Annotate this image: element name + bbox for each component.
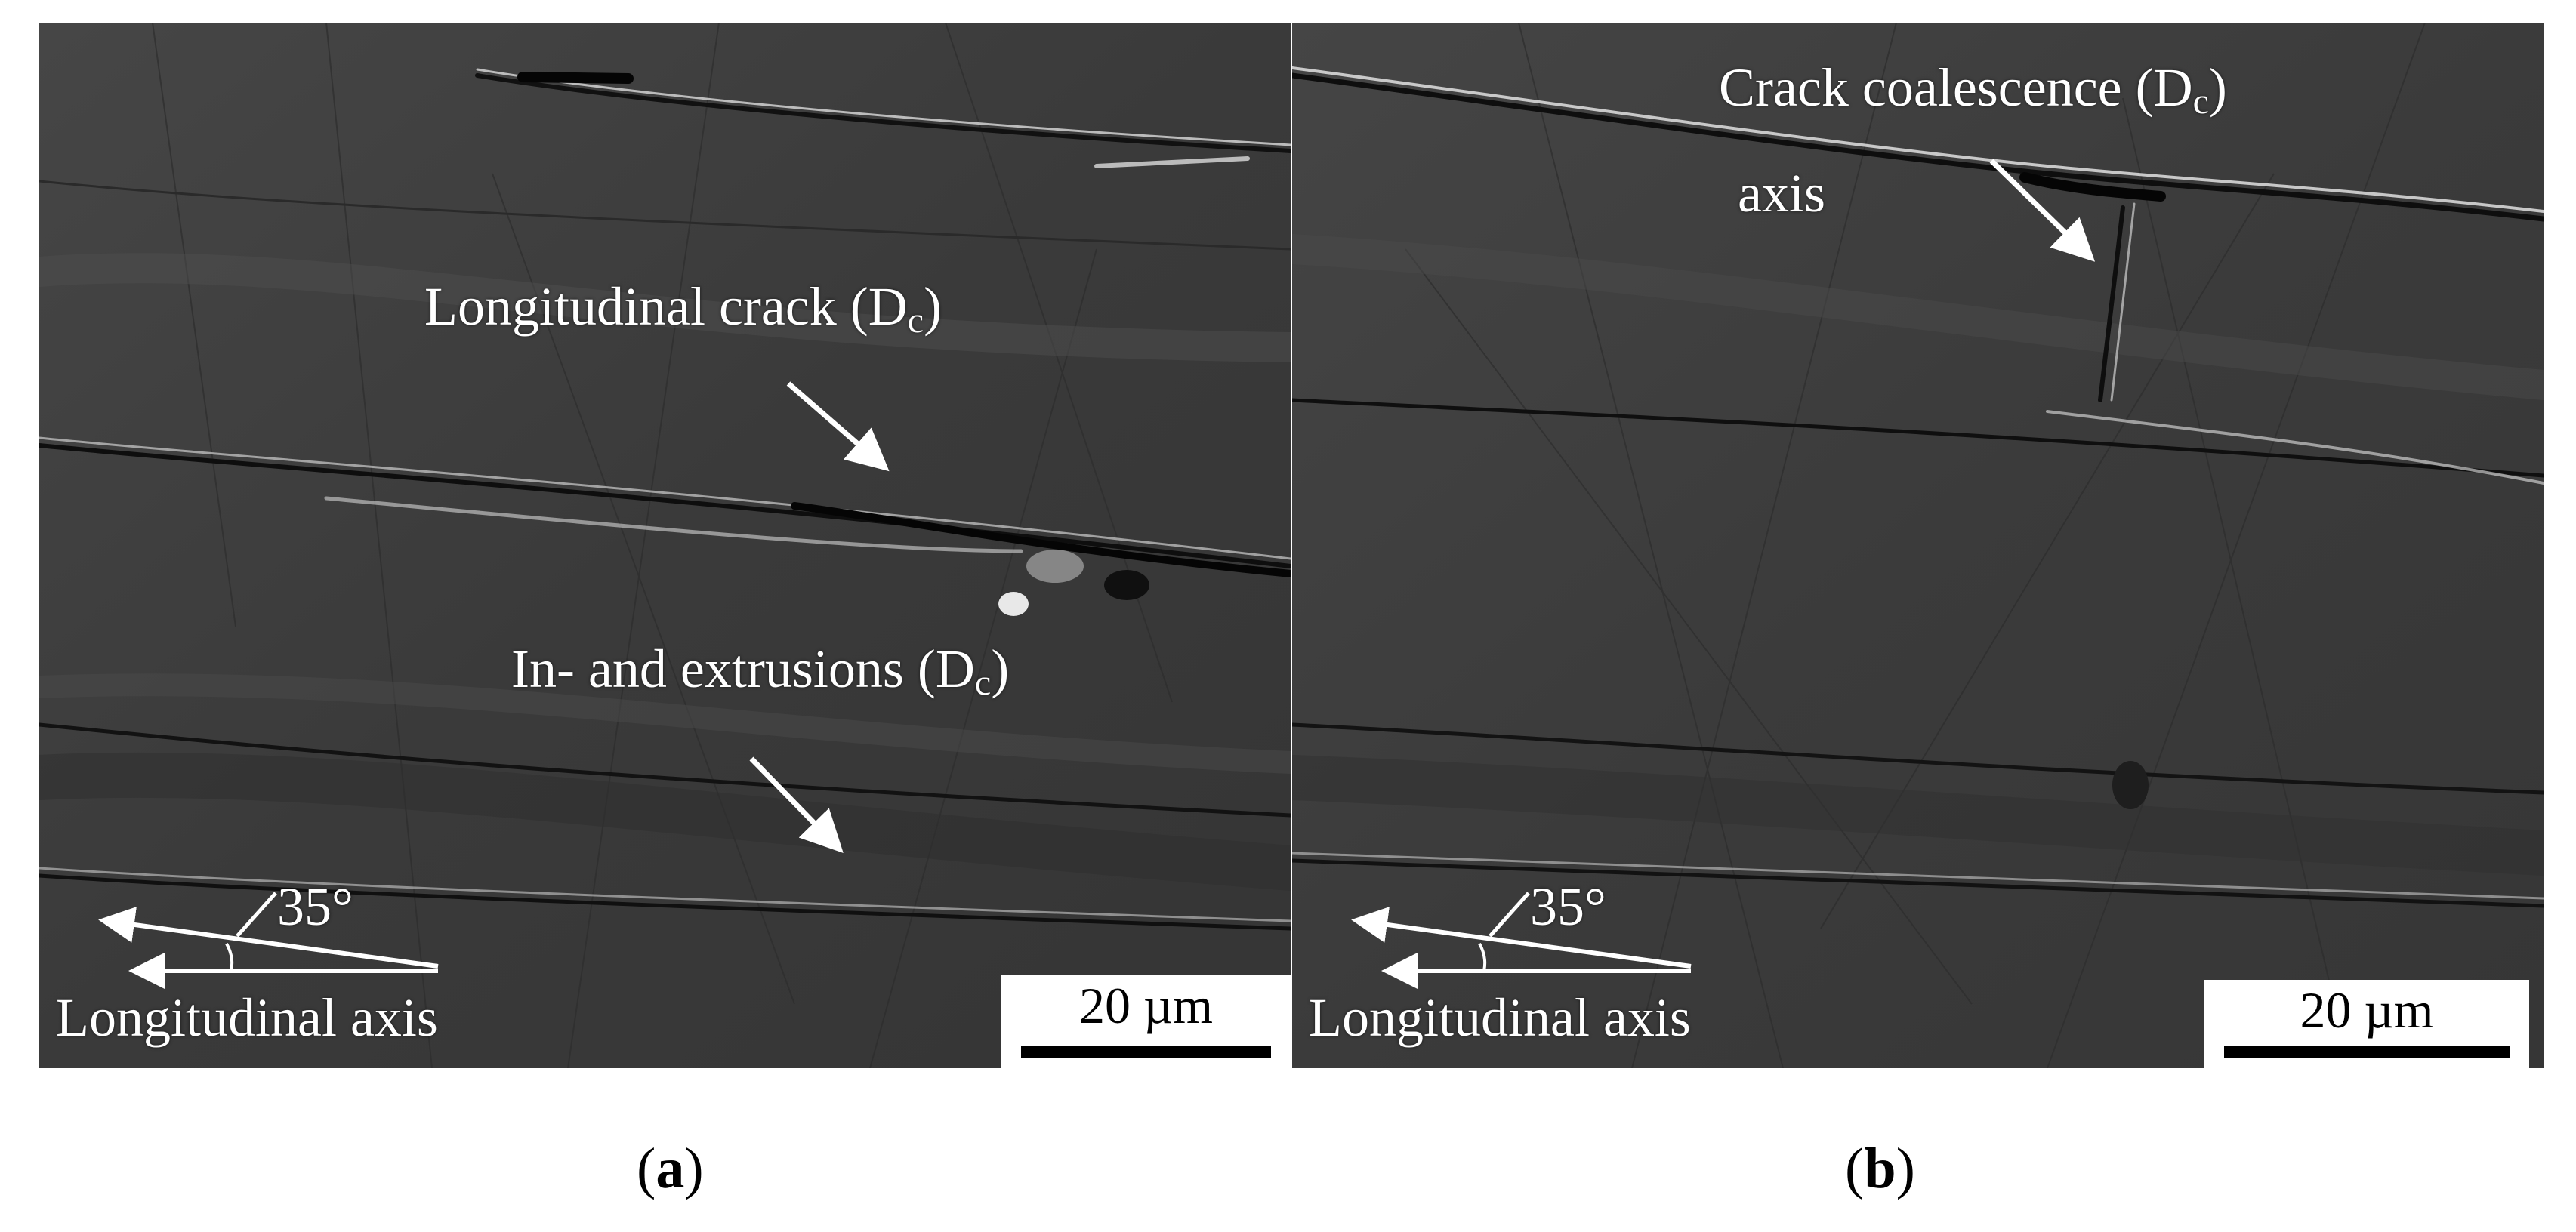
- angle-arc: [225, 943, 234, 972]
- annotations-a: Longitudinal crack (Dc) In- and extrusio…: [39, 23, 1291, 1068]
- angle-arc-b: [1478, 943, 1487, 972]
- scale-bar-label-b: 20 µm: [2300, 981, 2434, 1039]
- caption-b: (b): [1845, 1137, 1915, 1200]
- label-axis-word: axis: [1738, 163, 1825, 223]
- annotation-arrows-b: [1351, 159, 2096, 989]
- angle-pointer-b: [1489, 892, 1530, 938]
- annotations-b: Crack coalescence (Dc) axis 35° Longitud…: [1292, 23, 2544, 1068]
- arrow-crack-coalescence: [1989, 159, 2096, 262]
- label-longitudinal-crack: Longitudinal crack (Dc): [424, 276, 942, 340]
- scale-bar-b: 20 µm: [2204, 980, 2529, 1068]
- label-crack-coalescence: Crack coalescence (Dc): [1719, 57, 2227, 122]
- label-angle-a: 35°: [277, 876, 353, 937]
- arrow-35deg: [98, 907, 439, 969]
- label-angle-b: 35°: [1530, 876, 1606, 937]
- label-longitudinal-axis-b: Longitudinal axis: [1309, 987, 1691, 1048]
- arrow-35deg-b: [1351, 907, 1692, 969]
- scale-bar-label-a: 20 µm: [1078, 977, 1214, 1034]
- sem-texture-b: [1292, 23, 2544, 1068]
- angle-pointer: [236, 892, 277, 938]
- label-in-extrusions: In- and extrusions (Dc): [511, 639, 1010, 703]
- arrow-longitudinal-crack: [786, 381, 890, 472]
- scale-bar-line-a: [1021, 1046, 1271, 1058]
- label-longitudinal-axis-a: Longitudinal axis: [56, 987, 438, 1048]
- sem-texture-a: [39, 23, 1291, 1068]
- annotation-arrows-a: [98, 381, 890, 989]
- sem-image-b: Crack coalescence (Dc) axis 35° Longitud…: [1292, 23, 2544, 1068]
- sem-image-a: Longitudinal crack (Dc) In- and extrusio…: [39, 23, 1291, 1068]
- scale-bar-line-b: [2224, 1046, 2510, 1058]
- arrow-extrusions: [749, 756, 844, 854]
- scale-bar-a: 20 µm: [1001, 975, 1291, 1068]
- caption-a: (a): [637, 1137, 704, 1200]
